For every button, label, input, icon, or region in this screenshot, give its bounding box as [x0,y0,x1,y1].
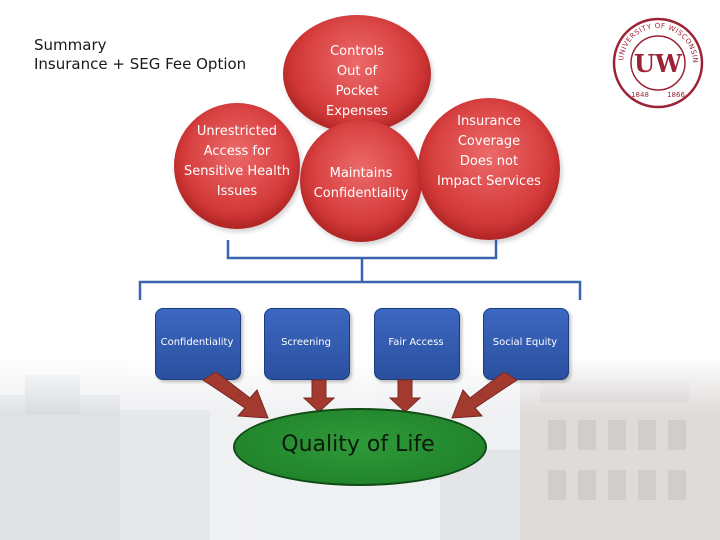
benefit-circle-confidentiality [300,120,422,242]
factor-label-social-equity: Social Equity [492,337,558,348]
benefit-label-insurance-coverage: Insurance Coverage Does not Impact Servi… [437,114,541,189]
arrow-fair-access-to-outcome [388,379,422,413]
arrow-social-equity-to-outcome [451,371,518,419]
arrow-confidentiality-to-outcome [202,371,269,419]
factor-box-fair-access [374,308,460,380]
factor-box-confidentiality [155,308,241,380]
outcome-oval [233,408,487,486]
outcome-label: Quality of Life [281,432,435,457]
benefit-circle-insurance-coverage [418,98,560,240]
title-line-1: Summary [34,36,107,54]
benefit-circle-out-of-pocket [283,15,431,133]
benefit-label-sensitive-access: Unrestricted Access for Sensitive Health… [183,124,291,199]
benefit-circle-sensitive-access [174,103,300,229]
logo-year-left: 1848 [631,91,649,99]
logo-year-right: 1866 [667,91,685,99]
benefit-label-confidentiality: Maintains Confidentiality [313,166,409,201]
university-seal-logo: UNIVERSITY OF WISCONSIN SYSTEM UW 1848 1… [612,17,704,109]
logo-initials: UW [634,49,683,78]
slide-title: Summary Insurance + SEG Fee Option [34,36,246,74]
factor-label-screening: Screening [281,337,331,348]
benefit-label-out-of-pocket: Controls Out of Pocket Expenses [326,44,388,119]
factor-box-screening [264,308,350,380]
title-line-2: Insurance + SEG Fee Option [34,55,247,73]
factor-label-fair-access: Fair Access [388,337,444,348]
factor-label-confidentiality: Confidentiality [160,337,234,348]
factor-box-social-equity [483,308,569,380]
arrow-screening-to-outcome [302,379,336,413]
